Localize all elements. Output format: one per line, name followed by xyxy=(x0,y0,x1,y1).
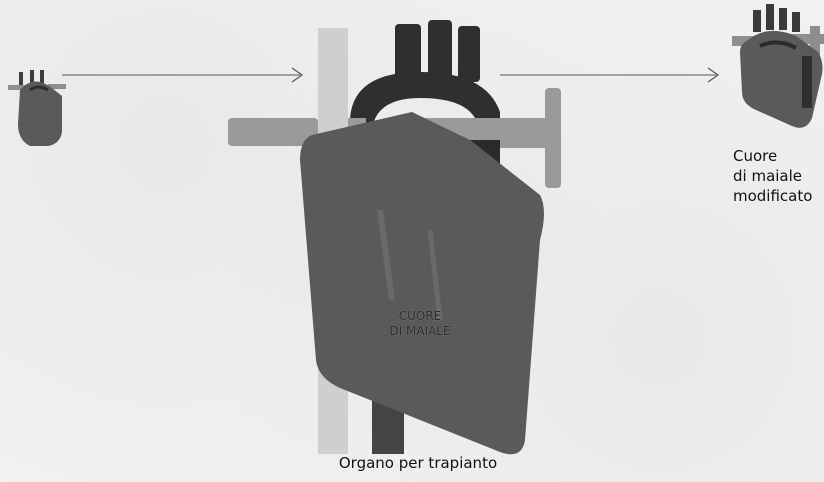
modified-heart-label: Cuore di maiale modificato xyxy=(733,146,812,206)
pig-heart-label-line-1: CUORE xyxy=(345,309,495,324)
pig-heart-label: CUORE DI MAIALE xyxy=(345,309,495,339)
modified-heart-label-line-3: modificato xyxy=(733,186,812,206)
arrow-left-to-center xyxy=(62,68,302,82)
arrow-center-to-right xyxy=(500,68,718,82)
modified-pig-heart-icon xyxy=(732,4,824,128)
modified-heart-label-line-1: Cuore xyxy=(733,146,812,166)
modified-heart-label-line-2: di maiale xyxy=(733,166,812,186)
pig-heart-label-line-2: DI MAIALE xyxy=(345,324,495,339)
small-pig-heart-icon xyxy=(8,70,66,146)
organ-label: Organo per trapianto xyxy=(318,454,518,472)
large-pig-heart-illustration xyxy=(228,20,561,454)
